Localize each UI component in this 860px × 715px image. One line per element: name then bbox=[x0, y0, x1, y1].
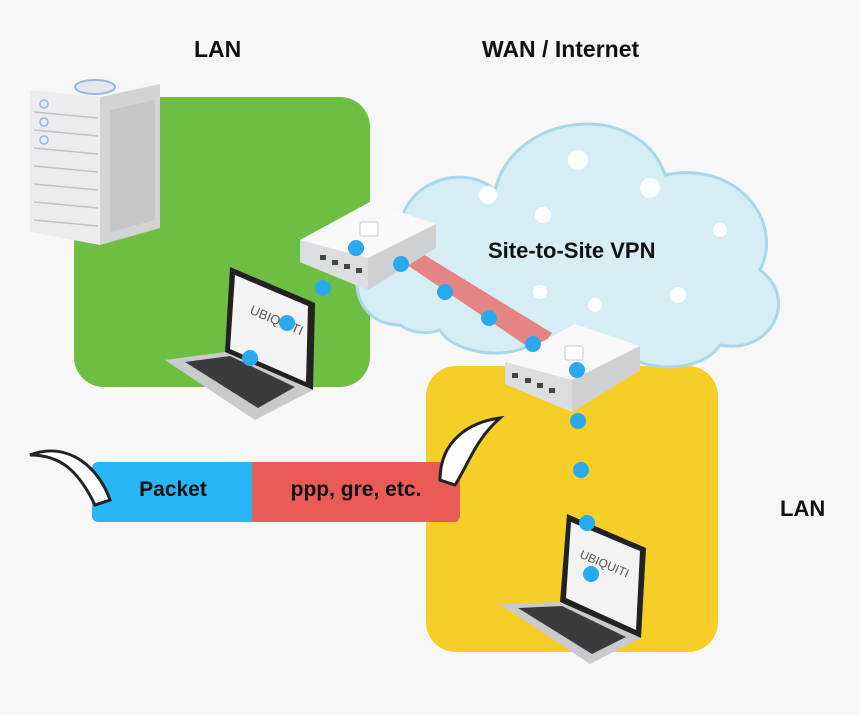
connection-dot bbox=[437, 284, 453, 300]
connection-dot bbox=[481, 310, 497, 326]
packet-label: Packet bbox=[139, 478, 207, 501]
server-icon bbox=[30, 76, 160, 245]
vpn-label: Site-to-Site VPN bbox=[488, 238, 656, 263]
connection-dot bbox=[315, 280, 331, 296]
lan-right-label: LAN bbox=[780, 496, 826, 521]
cloud-icon bbox=[355, 122, 780, 369]
connection-dots bbox=[242, 240, 599, 582]
vpn-tunnel bbox=[385, 240, 552, 353]
lan-zone-yellow bbox=[426, 366, 718, 652]
lan-top-label: LAN bbox=[194, 36, 242, 62]
connection-dot bbox=[242, 350, 258, 366]
right-curl-icon bbox=[438, 415, 505, 487]
connection-dot bbox=[348, 240, 364, 256]
connection-dot bbox=[583, 566, 599, 582]
left-curl-icon bbox=[29, 449, 112, 507]
connection-dot bbox=[569, 362, 585, 378]
connection-dot bbox=[573, 462, 589, 478]
packet-bar bbox=[92, 462, 460, 522]
connection-dot bbox=[525, 336, 541, 352]
connection-dot bbox=[570, 413, 586, 429]
encapsulation-label: ppp, gre, etc. bbox=[290, 478, 422, 501]
connection-dot bbox=[393, 256, 409, 272]
wan-label: WAN / Internet bbox=[482, 36, 640, 62]
connection-dot bbox=[279, 315, 295, 331]
connection-dot bbox=[579, 515, 595, 531]
